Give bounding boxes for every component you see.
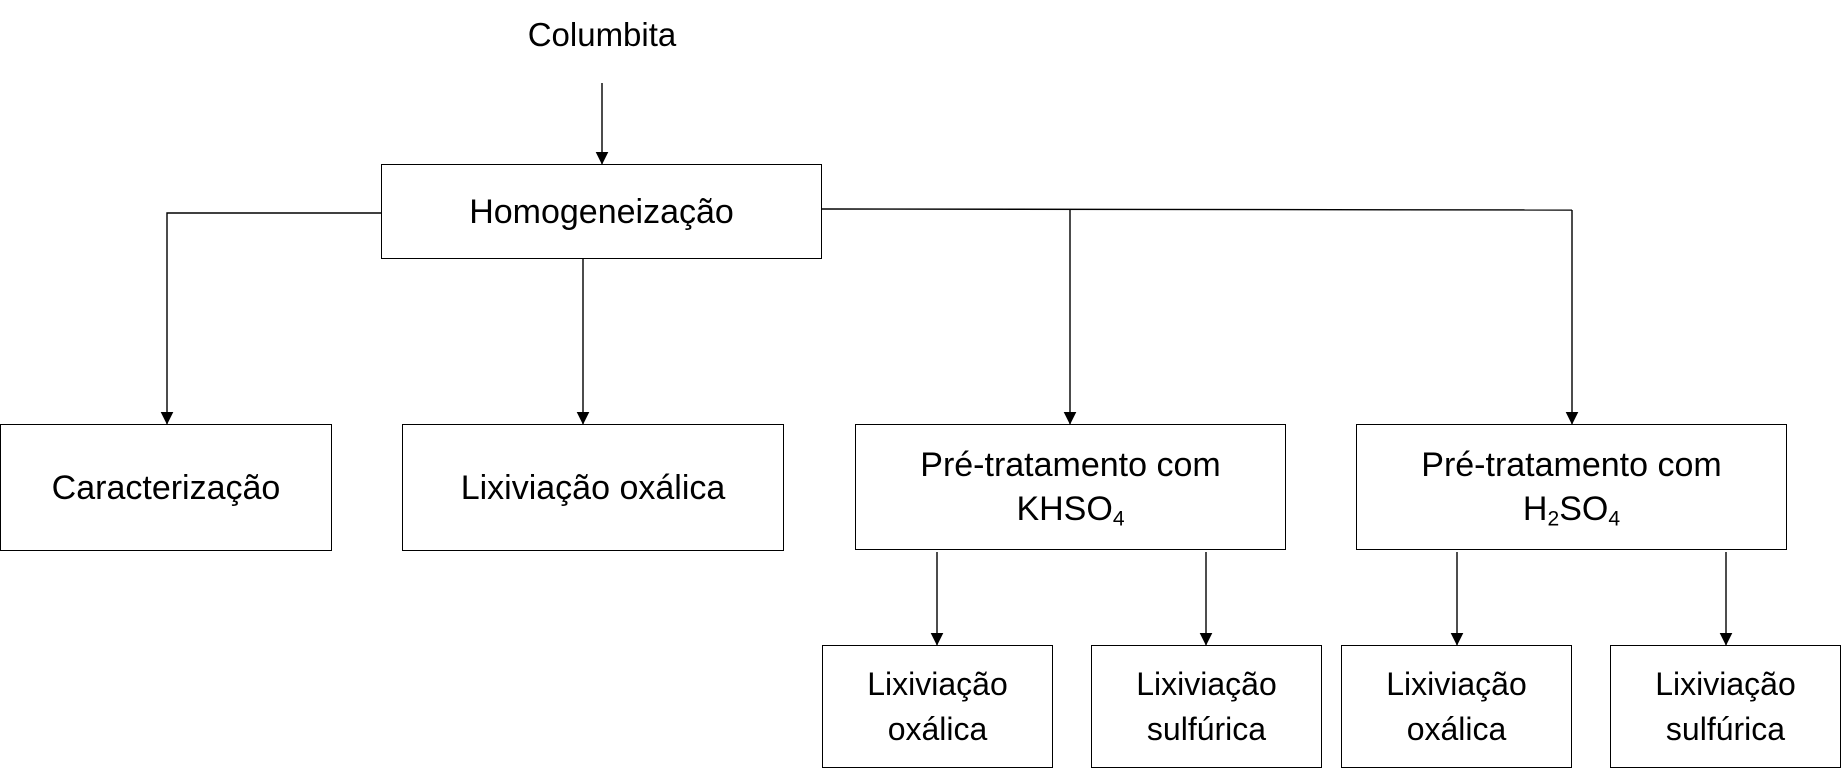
node-h2so4-sulfuric-leaching-line2: sulfúrica xyxy=(1665,710,1786,747)
node-h2so4-pretreatment-formula: H2SO4 xyxy=(1522,490,1621,531)
node-h2so4-pretreatment: Pré-tratamento com H2SO4 xyxy=(1356,424,1787,550)
node-h2so4-oxalic-leaching-line2: oxálica xyxy=(1406,710,1507,747)
node-khso4-sulfuric-leaching: Lixiviação sulfúrica xyxy=(1091,645,1322,768)
node-h2so4-oxalic-leaching: Lixiviação oxálica xyxy=(1341,645,1572,768)
node-khso4-sulfuric-leaching-line2: sulfúrica xyxy=(1146,710,1267,747)
node-khso4-pretreatment-formula: KHSO4 xyxy=(1016,490,1125,531)
node-h2so4-sulfuric-leaching: Lixiviação sulfúrica xyxy=(1610,645,1841,768)
node-khso4-oxalic-leaching-line2: oxálica xyxy=(887,710,988,747)
node-khso4-sulfuric-leaching-line1: Lixiviação xyxy=(1136,665,1277,702)
source-label-columbita: Columbita xyxy=(527,16,677,53)
node-khso4-pretreatment-line1: Pré-tratamento com xyxy=(920,446,1221,484)
node-khso4-oxalic-leaching-line1: Lixiviação xyxy=(867,665,1008,702)
node-characterization-label: Caracterização xyxy=(51,468,281,507)
node-khso4-pretreatment: Pré-tratamento com KHSO4 xyxy=(855,424,1286,550)
node-khso4-oxalic-leaching: Lixiviação oxálica xyxy=(822,645,1053,768)
node-h2so4-pretreatment-line1: Pré-tratamento com xyxy=(1421,446,1722,484)
node-characterization: Caracterização xyxy=(0,424,332,551)
arrow-homogenization-to-characterization xyxy=(160,212,381,425)
node-oxalic-leaching-label: Lixiviação oxálica xyxy=(460,468,726,507)
node-h2so4-sulfuric-leaching-line1: Lixiviação xyxy=(1655,665,1796,702)
node-homogenization: Homogeneização xyxy=(381,164,822,259)
node-oxalic-leaching: Lixiviação oxálica xyxy=(402,424,784,551)
node-h2so4-oxalic-leaching-line1: Lixiviação xyxy=(1386,665,1527,702)
node-homogenization-label: Homogeneização xyxy=(469,192,734,231)
connector-homogenization-right xyxy=(821,208,1573,211)
